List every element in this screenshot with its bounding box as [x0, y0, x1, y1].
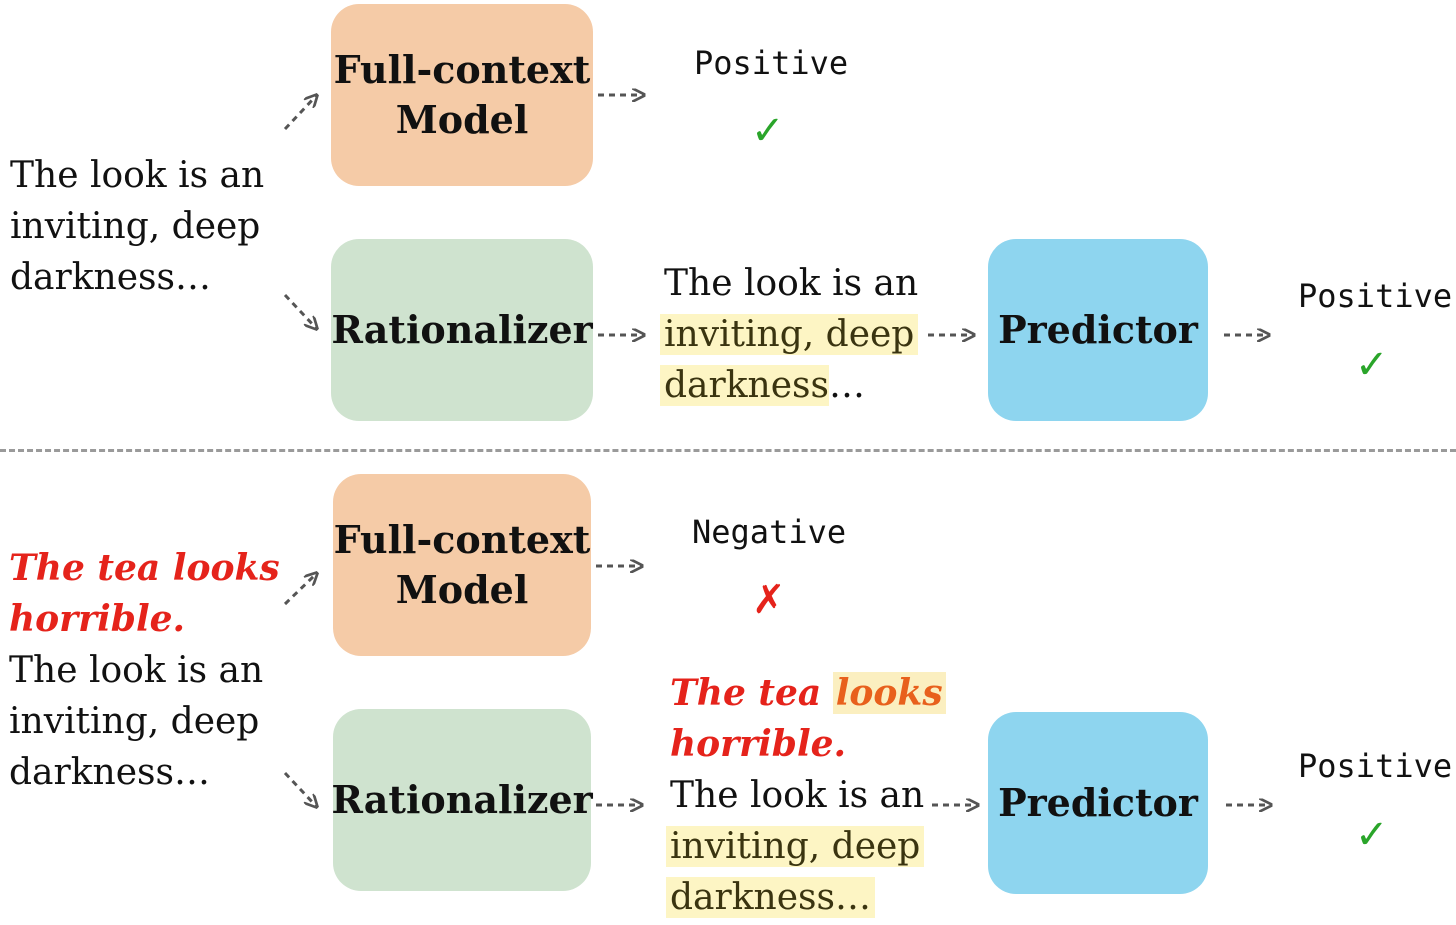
top-input-line: darkness… — [10, 257, 211, 298]
rationale-attack: The tea — [670, 672, 822, 714]
top-full-context-check-icon: ✓ — [751, 108, 785, 154]
box-label: Rationalizer — [331, 307, 593, 352]
top-predictor-check-icon: ✓ — [1355, 342, 1389, 388]
rationale-highlight: darkness… — [666, 877, 875, 918]
box-label: Full-context — [333, 517, 591, 562]
top-rationalizer-box: Rationalizer — [331, 239, 593, 421]
rationale-attack-highlight: looks — [832, 672, 946, 714]
rationale-line: The look is an — [670, 775, 925, 816]
rationale-highlight: inviting, deep — [666, 826, 925, 867]
rationale-highlight: inviting, deep — [660, 314, 919, 355]
bottom-input-line: inviting, deep — [9, 701, 260, 742]
top-predictor-box: Predictor — [988, 239, 1208, 421]
bottom-rationale-text: The tea looks horrible. The look is an i… — [666, 668, 946, 923]
arrow-input-to-full-context — [283, 96, 316, 131]
box-label: Model — [395, 97, 529, 142]
top-rationale-text: The look is an inviting, deep darkness… — [660, 258, 919, 411]
bottom-predictor-check-icon: ✓ — [1355, 812, 1389, 858]
top-input-line: The look is an — [10, 155, 265, 196]
top-input-line: inviting, deep — [10, 206, 261, 247]
attack-sentence-line: horrible. — [9, 598, 186, 640]
bottom-predictor-box: Predictor — [988, 712, 1208, 894]
arrow-input-to-rationalizer — [283, 293, 316, 328]
box-label: Rationalizer — [331, 777, 593, 822]
attack-sentence-line: The tea looks — [9, 547, 280, 589]
box-label: Full-context — [333, 47, 591, 92]
bottom-rationalizer-box: Rationalizer — [331, 709, 593, 891]
panel-divider — [0, 449, 1456, 452]
top-predictor-output: Positive — [1298, 277, 1453, 315]
rationale-attack: horrible. — [670, 723, 847, 765]
bottom-input-text: The tea looks horrible. The look is an i… — [9, 543, 280, 798]
arrow-input-to-full-context — [283, 574, 316, 606]
rationale-ellipsis: … — [828, 365, 865, 406]
bottom-full-context-model-box: Full-context Model — [333, 474, 591, 656]
box-label: Model — [395, 567, 529, 612]
top-full-context-model-box: Full-context Model — [331, 4, 593, 186]
bottom-full-context-cross-icon: ✗ — [752, 577, 786, 623]
top-input-text: The look is an inviting, deep darkness… — [10, 150, 264, 303]
box-label: Predictor — [998, 307, 1198, 352]
rationale-highlight: darkness — [660, 365, 829, 406]
arrow-input-to-rationalizer — [283, 771, 316, 806]
rationale-line: The look is an — [664, 263, 919, 304]
bottom-predictor-output: Positive — [1298, 747, 1453, 785]
bottom-input-line: darkness… — [9, 752, 210, 793]
bottom-input-line: The look is an — [9, 650, 264, 691]
bottom-full-context-output: Negative — [692, 513, 847, 551]
box-label: Predictor — [998, 780, 1198, 825]
top-full-context-output: Positive — [694, 44, 849, 82]
